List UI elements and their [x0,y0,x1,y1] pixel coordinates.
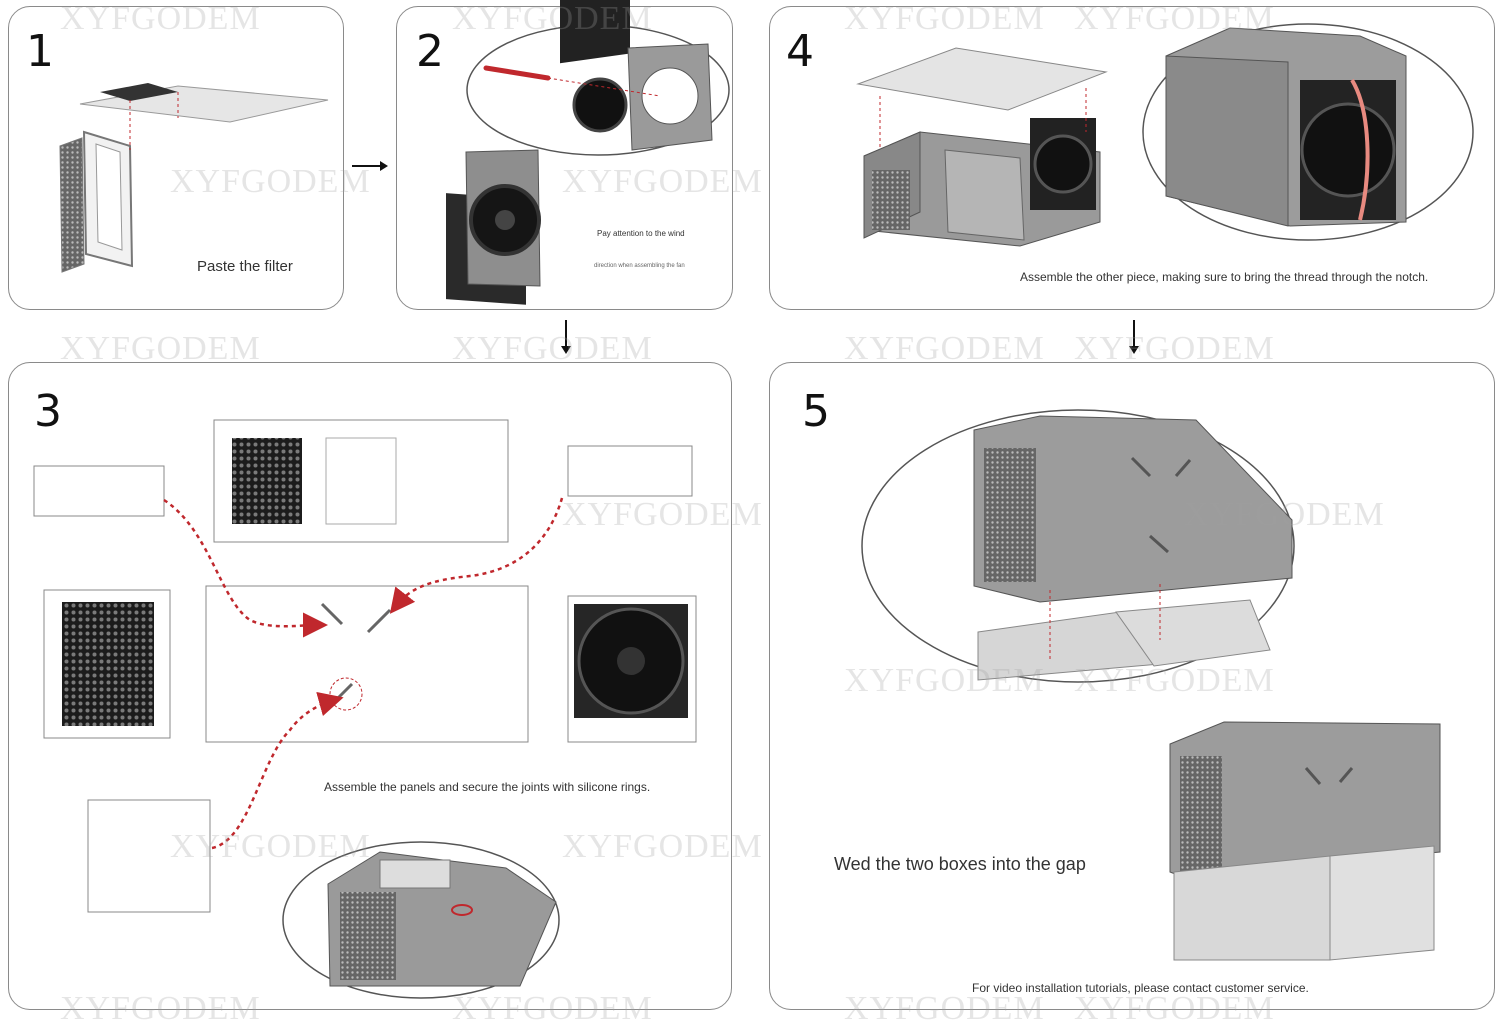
step-3-number: 3 [34,386,62,437]
step-5-number: 5 [802,386,830,437]
step-1-caption: Paste the filter [197,258,293,275]
step-3-illustration [33,419,697,999]
step-3-caption: Assemble the panels and secure the joint… [324,780,651,794]
down-arrow-icon [561,320,571,354]
step-2-caption-line2: direction when assembling the fan [594,263,685,269]
down-arrow-icon [1129,320,1139,354]
step-1-illustration [59,83,329,273]
step-5-footer: For video installation tutorials, please… [972,981,1309,995]
step-5-illustration [861,409,1441,961]
step-2-number: 2 [416,26,444,77]
step-4-illustration [856,23,1474,247]
right-arrow-icon [352,161,388,171]
step-4-caption: Assemble the other piece, making sure to… [1020,270,1429,284]
step-5-caption: Wed the two boxes into the gap [834,854,1086,874]
step-2-illustration [446,0,730,305]
step-1-number: 1 [26,26,54,77]
step-4-number: 4 [786,26,814,77]
step-2-caption-line1: Pay attention to the wind [597,229,685,238]
